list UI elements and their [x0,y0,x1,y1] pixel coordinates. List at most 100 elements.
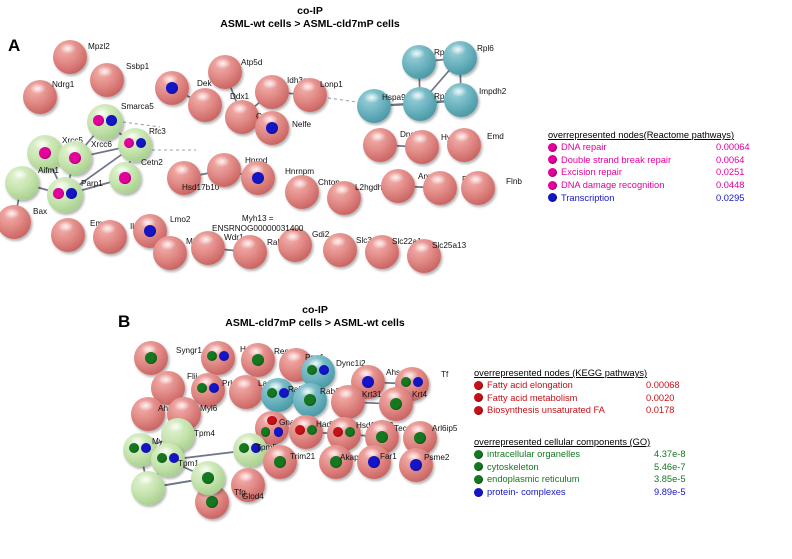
network-node-label: Tpm1 [178,459,199,468]
network-node[interactable] [405,130,439,164]
network-node[interactable] [90,63,124,97]
network-node[interactable] [27,135,63,171]
network-node-label: Hsd17b10 [182,183,220,192]
network-node[interactable] [231,468,265,502]
legend-pvalue: 3.85e-5 [654,474,686,485]
network-node[interactable] [191,373,225,407]
network-node[interactable] [93,220,127,254]
network-node[interactable] [407,239,441,273]
network-node[interactable] [47,177,83,213]
node-annotation-dot [345,427,356,438]
network-node[interactable] [241,161,275,195]
legend-label: Fatty acid metabolism [487,392,578,403]
network-node-label: Parp1 [81,179,103,188]
network-node[interactable] [109,162,141,194]
network-node[interactable] [191,461,225,495]
network-node[interactable] [323,233,357,267]
node-annotation-dot [123,138,134,149]
network-node-label: Rfc3 [149,127,166,136]
network-node-label: Krt4 [412,390,428,399]
network-node[interactable] [357,445,391,479]
network-node[interactable] [365,235,399,269]
network-node[interactable] [461,171,495,205]
legend-kegg: overrepresented nodes (KEGG pathways) Fa… [474,368,730,417]
legend-color-swatch [474,462,483,472]
network-node[interactable] [191,231,225,265]
network-node[interactable] [293,383,327,417]
network-node[interactable] [233,433,267,467]
legend-color-swatch [474,393,483,403]
node-annotation-dot [66,187,77,199]
network-node[interactable] [241,343,275,377]
network-node[interactable] [402,45,436,79]
network-node[interactable] [381,169,415,203]
network-node[interactable] [134,341,168,375]
network-node[interactable] [263,445,297,479]
network-node[interactable] [201,341,235,375]
node-annotation-dot [93,114,104,126]
myh13-annotation-line2: ENSRNOG00000031400 [212,223,304,233]
network-node[interactable] [443,41,477,75]
myh13-annotation: Myh13 =ENSRNOG00000031400 [212,214,304,233]
network-node[interactable] [53,40,87,74]
network-node[interactable] [188,88,222,122]
legend-label: Double strand break repair [561,154,672,165]
node-annotation-dot [169,453,180,464]
network-node[interactable] [327,181,361,215]
network-node[interactable] [155,71,189,105]
network-node[interactable] [233,235,267,269]
network-node[interactable] [261,378,295,412]
network-node[interactable] [87,104,123,140]
network-node[interactable] [229,375,263,409]
node-annotation-dot [206,351,217,362]
network-node[interactable] [278,228,312,262]
network-node[interactable] [207,153,241,187]
node-annotation-dot [143,224,157,238]
network-node[interactable] [363,128,397,162]
network-node[interactable] [151,443,185,477]
network-node[interactable] [379,387,413,421]
network-node-label: Tpm5 [256,443,277,452]
network-node-label: Ahsg [386,368,405,377]
network-node[interactable] [399,448,433,482]
network-node[interactable] [293,78,327,112]
legend-color-swatch [548,193,557,203]
network-node[interactable] [444,83,478,117]
network-node[interactable] [23,80,57,114]
network-node-label: Akap8 [340,453,364,462]
network-node[interactable] [51,218,85,252]
network-node[interactable] [289,415,323,449]
network-node[interactable] [208,55,242,89]
network-node[interactable] [301,355,335,389]
network-node[interactable] [58,141,92,175]
network-node[interactable] [5,166,39,200]
network-node[interactable] [403,87,437,121]
network-node[interactable] [331,385,365,419]
node-annotation-dot [273,455,287,469]
network-node[interactable] [0,205,31,239]
node-annotation-dot [274,427,284,437]
network-node-label: Hnrnpm [285,167,315,176]
node-annotation-dot [68,151,82,165]
network-node[interactable] [118,128,152,162]
node-annotation-dot [119,172,131,184]
network-node[interactable] [285,175,319,209]
network-node[interactable] [423,171,457,205]
legend-pvalue: 0.0064 [716,154,745,165]
network-node[interactable] [131,471,165,505]
network-node[interactable] [153,236,187,270]
network-node[interactable] [167,161,201,195]
network-node[interactable] [447,128,481,162]
legend-label: protein- complexes [487,487,566,498]
network-node[interactable] [319,445,353,479]
network-node[interactable] [131,397,165,431]
network-node-label: Wdr1 [224,233,244,242]
network-node[interactable] [255,75,289,109]
network-node-label: Hnrpd [245,156,267,165]
network-node[interactable] [357,89,391,123]
network-node[interactable] [225,100,259,134]
network-node-label: Arl6ip5 [432,424,458,433]
network-node[interactable] [255,111,289,145]
node-annotation-dot [279,388,290,399]
